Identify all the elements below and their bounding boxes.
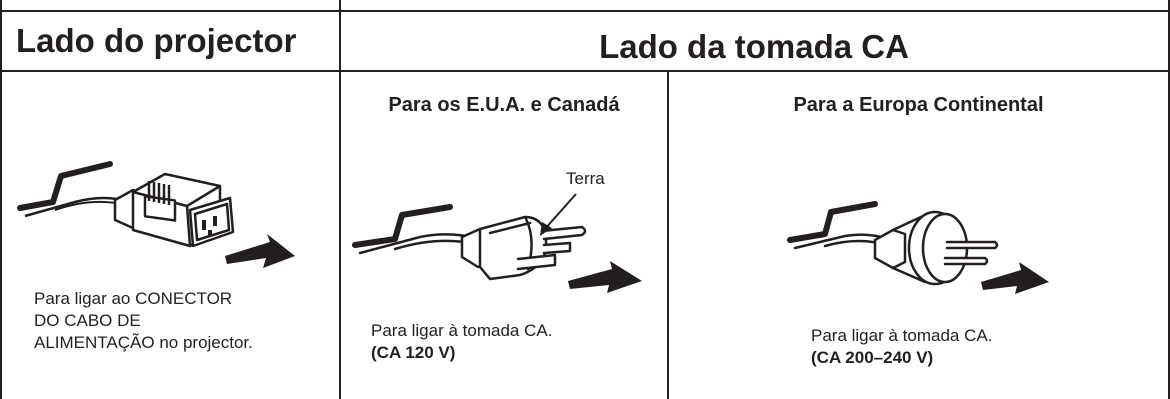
caption-usa-canada: Para ligar à tomada CA. (CA 120 V) — [371, 320, 552, 364]
caption-line: Para ligar à tomada CA. — [811, 326, 993, 345]
ground-label: Terra — [566, 169, 605, 188]
ground-pointer-arrow — [540, 193, 577, 236]
header-projector-side: Lado do projector — [16, 22, 297, 59]
eu-plug-icon — [787, 201, 1049, 294]
table-left-border — [0, 0, 2, 399]
caption-line: ALIMENTAÇÃO no projector. — [34, 333, 253, 352]
header-bottom-border — [0, 70, 1170, 72]
table-right-border — [1168, 0, 1170, 399]
header-outlet-side: Lado da tomada CA — [599, 28, 909, 65]
caption-line: Para ligar à tomada CA. — [371, 321, 553, 340]
subheading-usa-canada: Para os E.U.A. e Canadá — [388, 94, 620, 116]
table-top-border — [0, 10, 1170, 12]
voltage-rating-europe: (CA 200–240 V) — [811, 348, 934, 367]
caption-continental-europe: Para ligar à tomada CA. (CA 200–240 V) — [811, 325, 992, 369]
column-divider-projector — [339, 0, 341, 399]
iec-connector-plug-icon — [17, 161, 295, 268]
us-plug-icon — [352, 204, 642, 293]
caption-line: DO CABO DE — [34, 311, 141, 330]
column-divider-outlet — [667, 71, 669, 399]
voltage-rating-usa: (CA 120 V) — [371, 343, 456, 362]
subheading-continental-europe: Para a Europa Continental — [793, 94, 1044, 116]
caption-projector-side: Para ligar ao CONECTOR DO CABO DE ALIMEN… — [34, 288, 253, 354]
caption-line: Para ligar ao CONECTOR — [34, 289, 233, 308]
